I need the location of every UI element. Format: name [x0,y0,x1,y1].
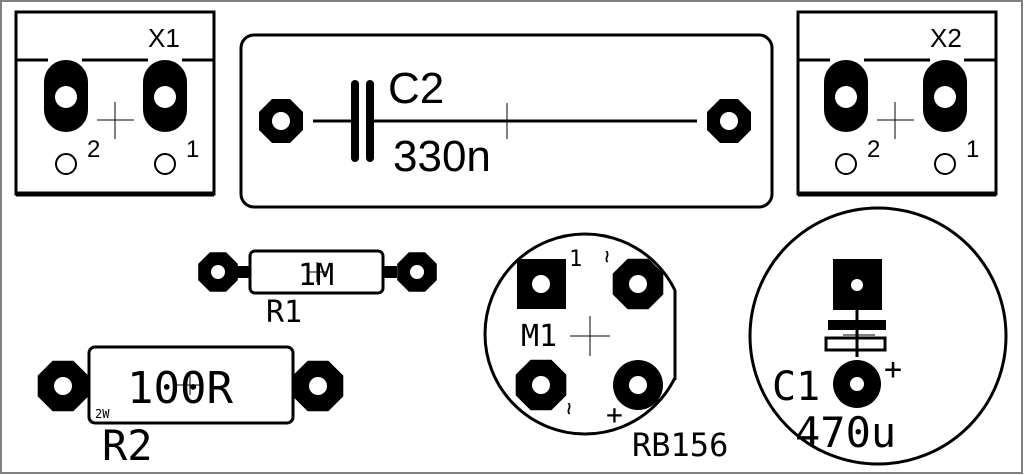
resistor-r1[interactable]: 1M R1 [198,249,437,330]
m1-ac1-label: ~ [594,250,619,263]
resistor-r2[interactable]: 100R 2W R2 [37,345,344,470]
m1-type-label: RB156 [632,426,728,464]
r1-label: R1 [266,295,302,330]
bridge-rectifier-m1[interactable]: 1 ~ M1 ~ + RB156 [483,232,728,464]
capacitor-c1[interactable]: + C1 470u [748,206,1008,466]
r2-label: R2 [102,421,153,470]
c2-value: 330n [393,132,491,181]
connector-x1[interactable]: X1 2 1 [14,10,216,197]
c1-value: 470u [795,408,896,457]
c1-plus-label: + [884,352,902,387]
m1-label: M1 [521,319,557,354]
m1-plus-label: + [606,398,623,431]
x2-pin1-label: 1 [966,136,979,163]
capacitor-c2[interactable]: C2 330n [239,33,774,209]
x1-label: X1 [148,23,180,53]
m1-ac2-label: ~ [556,402,581,415]
r2-value: 100R [127,363,233,414]
x1-pin1-label: 1 [186,136,199,163]
r1-value: 1M [298,258,334,293]
x2-pin2-label: 2 [867,136,880,163]
x1-pin2-label: 2 [87,136,100,163]
m1-pin1-label: 1 [569,247,582,272]
connector-x2[interactable]: X2 2 1 [796,10,998,197]
c2-label: C2 [388,64,444,113]
x2-label: X2 [930,23,962,53]
c1-label: C1 [772,364,820,410]
r2-rating: 2W [95,407,110,421]
